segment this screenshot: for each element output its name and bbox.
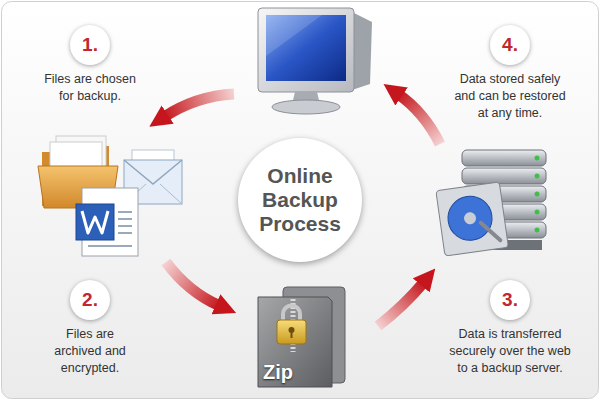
screen-glare	[266, 15, 322, 56]
page-line	[118, 218, 132, 220]
disk-arm	[481, 220, 501, 242]
step-group: 4. Data stored safely and can be restored…	[450, 25, 570, 122]
page-line	[118, 232, 132, 234]
page-line	[88, 245, 132, 247]
cycle-arrow	[398, 94, 440, 144]
server-light	[535, 174, 540, 179]
monitor-screen	[266, 15, 346, 81]
cycle-arrow	[378, 282, 424, 326]
word-badge	[76, 204, 114, 240]
monitor-base	[272, 100, 340, 114]
hard-disk	[436, 182, 509, 256]
step-group: 2. Files are archived and encrypted.	[48, 280, 133, 377]
server-slab	[462, 150, 546, 166]
zip-icon	[258, 287, 345, 387]
page-line	[118, 225, 132, 227]
lock-body	[277, 320, 306, 344]
hub-circle: Online Backup Process	[238, 138, 362, 262]
step-number: 1.	[70, 25, 110, 65]
step-number: 2.	[70, 280, 110, 320]
step-description: Data is transferred securely over the we…	[445, 326, 575, 377]
envelope-fold	[160, 184, 182, 204]
disk-case	[436, 182, 509, 256]
server-light	[535, 228, 540, 233]
keyhole	[291, 331, 293, 338]
step-description: Files are chosen for backup.	[40, 71, 140, 105]
files-icon	[38, 136, 182, 256]
step-description: Data stored safely and can be restored a…	[450, 71, 570, 122]
disk-spindle	[463, 212, 477, 226]
step-number: 4.	[490, 25, 530, 65]
cycle-arrow	[164, 94, 234, 117]
step-group: 1. Files are chosen for backup.	[40, 25, 140, 105]
server-icon	[436, 150, 546, 256]
step-number: 3.	[490, 280, 530, 320]
cycle-arrow	[166, 262, 220, 306]
monitor-casing	[352, 12, 372, 90]
zip-front	[258, 297, 332, 387]
step-group: 3. Data is transferred securely over the …	[445, 280, 575, 377]
step-description: Files are archived and encrypted.	[48, 326, 133, 377]
word-glyph	[82, 211, 108, 233]
disk-platter	[445, 193, 495, 243]
server-light	[535, 156, 540, 161]
monitor-bezel	[258, 8, 354, 92]
icon-label: Zip	[263, 361, 293, 384]
hub-title: Online Backup Process	[248, 164, 352, 236]
server-slab	[462, 168, 546, 184]
cycle-arrows	[164, 94, 440, 326]
page-line	[118, 211, 132, 213]
monitor-icon	[258, 8, 372, 114]
server-light	[535, 210, 540, 215]
server-light	[535, 192, 540, 197]
envelope-flap	[124, 160, 182, 184]
